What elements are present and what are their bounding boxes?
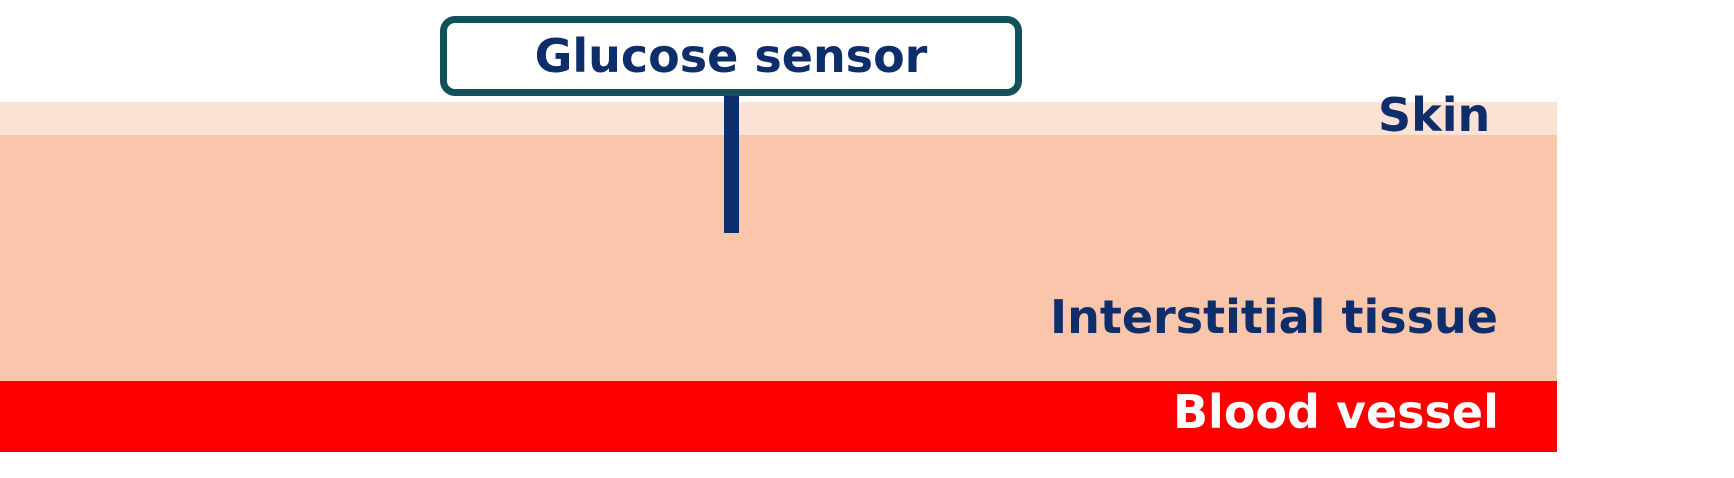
blood-vessel-label: Blood vessel <box>1173 385 1499 439</box>
glucose-sensor-box: Glucose sensor <box>440 16 1022 96</box>
skin-layer <box>0 102 1557 135</box>
interstitial-tissue-layer <box>0 135 1557 381</box>
interstitial-tissue-label: Interstitial tissue <box>1050 290 1498 344</box>
sensor-probe <box>724 96 739 233</box>
glucose-sensor-label: Glucose sensor <box>534 29 928 83</box>
blood-vessel-layer <box>0 381 1557 452</box>
skin-label: Skin <box>1378 88 1491 142</box>
